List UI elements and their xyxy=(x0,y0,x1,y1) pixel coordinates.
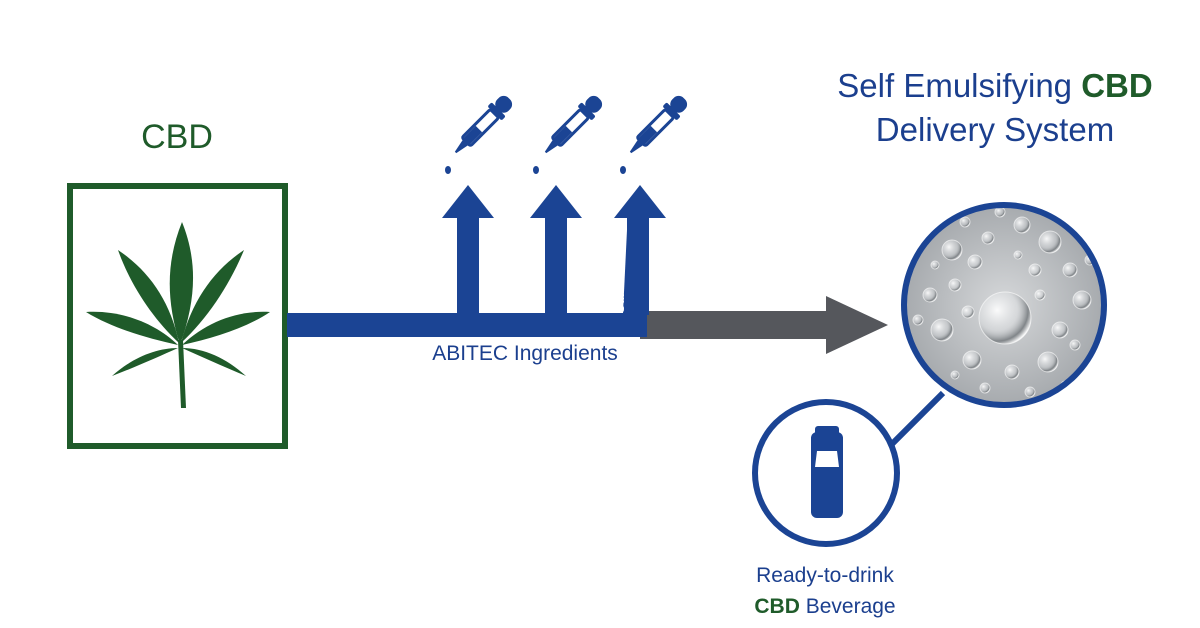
cannabis-leaf-icon xyxy=(86,222,270,408)
system-title-line1: Self Emulsifying CBD xyxy=(790,64,1200,108)
dropper-icon xyxy=(544,95,603,154)
branch-label-emulsifier: Emulsifier xyxy=(531,252,545,313)
cbd-title: CBD xyxy=(141,118,213,156)
drop-icon xyxy=(533,166,539,174)
beverage-line2: CBD Beverage xyxy=(700,591,950,622)
system-title-line2: Delivery System xyxy=(875,111,1115,148)
ingredients-label: ABITEC Ingredients xyxy=(432,342,618,365)
system-title-prefix: Self Emulsifying xyxy=(837,67,1082,104)
bubbles-image xyxy=(901,202,1107,408)
branch-arrow-surfactant xyxy=(614,185,666,315)
connector-line xyxy=(885,390,946,451)
drop-icon xyxy=(445,166,451,174)
dropper-icon xyxy=(454,95,513,154)
dropper-icon xyxy=(629,95,688,154)
beverage-label: Ready-to-drink CBD Beverage xyxy=(700,560,950,622)
branch-arrow-emulsifier xyxy=(530,185,582,315)
branch-arrow-solubilizer xyxy=(442,185,494,315)
main-arrow xyxy=(640,296,888,354)
branch-label-surfactant: Surfactant xyxy=(613,251,627,313)
drop-icon xyxy=(620,166,626,174)
beverage-line1: Ready-to-drink xyxy=(756,564,894,587)
beverage-rest: Beverage xyxy=(799,595,896,618)
drink-can-icon xyxy=(811,426,843,518)
branch-label-solubilizer: Solubilizer xyxy=(443,249,457,313)
system-title-highlight: CBD xyxy=(1081,67,1153,104)
system-title: Self Emulsifying CBD Delivery System xyxy=(790,64,1200,152)
beverage-highlight: CBD xyxy=(754,595,800,618)
